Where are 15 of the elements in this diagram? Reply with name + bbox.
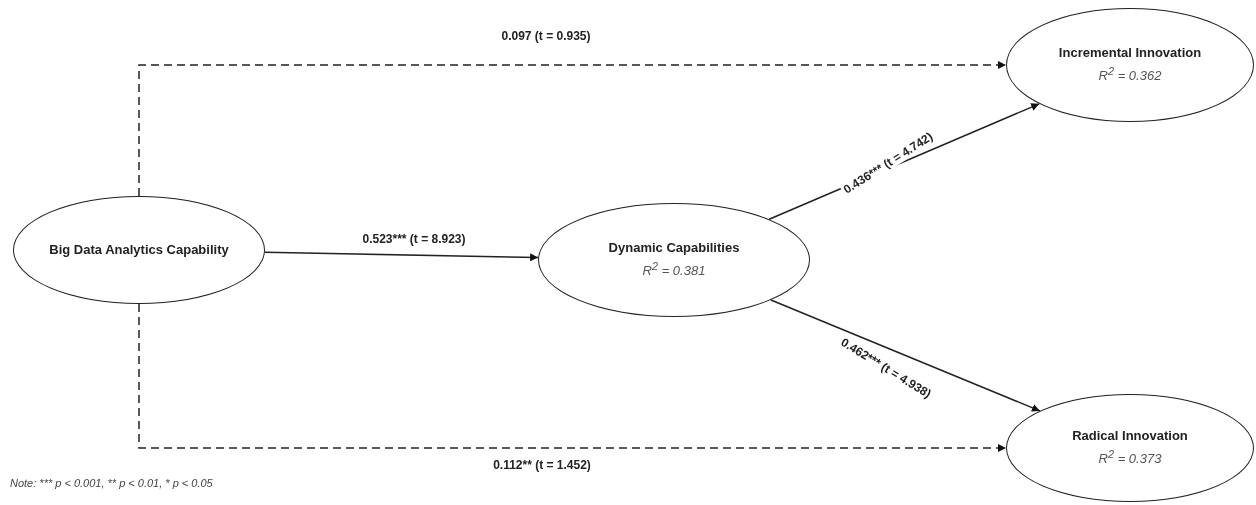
significance-note: Note: *** p < 0.001, ** p < 0.01, * p < 0.05 <box>10 477 213 489</box>
r-squared-value: R$^{2}$ = 0.362 <box>1098 64 1162 86</box>
edge-label: 0.097 (t = 0.935) <box>499 29 593 43</box>
edge-label: 0.112** (t = 1.452) <box>491 458 593 472</box>
dashed-arrow <box>138 303 1007 452</box>
r-squared-value: R$^{2}$ = 0.373 <box>1098 447 1162 469</box>
construct-name: Dynamic Capabilities <box>608 239 740 258</box>
construct-name: Radical Innovation <box>1072 427 1188 446</box>
arrow <box>264 251 539 262</box>
dashed-arrow <box>138 61 1007 197</box>
arrow <box>770 299 1041 412</box>
r-squared-value: R$^{2}$ = 0.381 <box>642 259 706 281</box>
construct-name: Incremental Innovation <box>1058 44 1202 63</box>
edge-label: 0.523*** (t = 8.923) <box>360 232 468 246</box>
construct-name: Big Data Analytics Capability <box>49 241 229 259</box>
